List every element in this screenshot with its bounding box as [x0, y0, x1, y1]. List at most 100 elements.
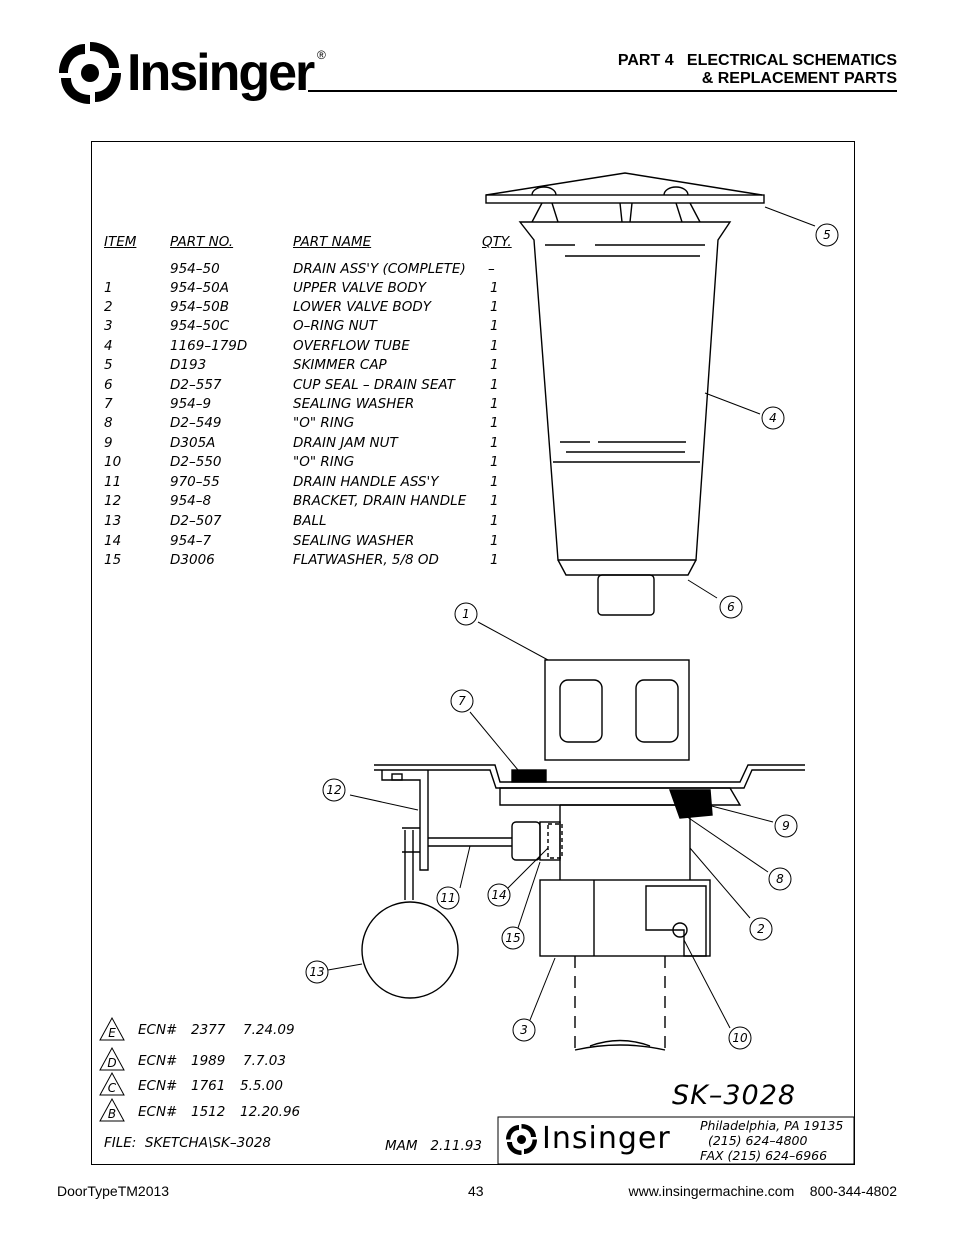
row-15-part-name: FLATWASHER, 5/8 OD: [293, 552, 439, 568]
row-9-part-name: DRAIN JAM NUT: [293, 435, 398, 451]
row-6-item: 6: [104, 377, 113, 393]
row-0-part-no: 954–50: [170, 261, 220, 277]
row-12-qty: 1: [490, 493, 499, 509]
rev-letter-b: B: [108, 1107, 116, 1121]
registered-mark: ®: [317, 48, 326, 62]
row-10-part-name: "O" RING: [293, 454, 355, 470]
file-name: FILE: SKETCHA\SK–3028: [104, 1135, 272, 1151]
callout-circle-3: [512, 1018, 536, 1042]
callout-circle-9: [774, 814, 798, 838]
row-13-qty: 1: [490, 513, 499, 529]
row-13-part-no: D2–507: [170, 513, 222, 529]
skimmer-cap-plate: [485, 194, 765, 204]
rev-letter-c: C: [108, 1081, 117, 1095]
row-1-item: 1: [104, 280, 113, 296]
callout-circle-6: [719, 595, 743, 619]
rev-b-ecn-label: ECN#: [138, 1104, 178, 1120]
callout-4: 4: [769, 411, 777, 425]
title-block-address: Philadelphia, PA 19135 (215) 624–4800 FA…: [700, 1118, 844, 1163]
rev-b-ecn: 1512: [191, 1104, 226, 1120]
swirl-logo-icon: [59, 42, 121, 104]
drawn-by-date: MAM 2.11.93: [385, 1138, 482, 1154]
col-header-item: ITEM: [104, 234, 137, 250]
row-1-part-name: UPPER VALVE BODY: [293, 280, 427, 296]
row-12-part-name: BRACKET, DRAIN HANDLE: [293, 493, 467, 509]
row-4-part-name: OVERFLOW TUBE: [293, 338, 410, 354]
row-5-part-name: SKIMMER CAP: [293, 357, 387, 373]
callout-circle-14: [487, 883, 511, 907]
callout-circle-7: [450, 689, 474, 713]
row-12-item: 12: [104, 493, 122, 509]
rev-letter-e: E: [108, 1026, 116, 1040]
row-7-part-name: SEALING WASHER: [293, 396, 415, 412]
row-13-item: 13: [104, 513, 122, 529]
row-3-part-name: O–RING NUT: [293, 318, 377, 334]
row-3-part-no: 954–50C: [170, 318, 230, 334]
col-header-part-name: PART NAME: [293, 234, 372, 250]
callout-2: 2: [757, 922, 765, 936]
row-6-part-name: CUP SEAL – DRAIN SEAT: [293, 377, 455, 393]
row-15-qty: 1: [490, 552, 499, 568]
rev-c-ecn-label: ECN#: [138, 1078, 178, 1094]
callout-7: 7: [458, 694, 466, 708]
row-11-part-name: DRAIN HANDLE ASS'Y: [293, 474, 439, 490]
row-9-qty: 1: [490, 435, 499, 451]
row-12-part-no: 954–8: [170, 493, 212, 509]
callout-14: 14: [491, 888, 506, 902]
row-9-part-no: D305A: [170, 435, 216, 451]
callout-9: 9: [782, 819, 790, 833]
rev-letter-d: D: [107, 1056, 116, 1070]
row-0-qty: –: [488, 261, 495, 277]
row-14-part-no: 954–7: [170, 533, 212, 549]
row-4-qty: 1: [490, 338, 499, 354]
row-14-item: 14: [104, 533, 122, 549]
sketch-number: SK–3028: [672, 1080, 797, 1111]
title-block-company: Insinger: [542, 1121, 671, 1156]
row-2-part-name: LOWER VALVE BODY: [293, 299, 431, 315]
row-3-qty: 1: [490, 318, 499, 334]
row-8-item: 8: [104, 415, 113, 431]
col-header-qty: QTY.: [482, 234, 512, 250]
row-15-part-no: D3006: [170, 552, 215, 568]
callout-circle-1: [454, 602, 478, 626]
row-14-qty: 1: [490, 533, 499, 549]
row-5-qty: 1: [490, 357, 499, 373]
overflow-tube: [518, 221, 732, 561]
row-10-qty: 1: [490, 454, 499, 470]
row-2-part-no: 954–50B: [170, 299, 229, 315]
rev-e-date: 7.24.09: [243, 1022, 295, 1038]
row-4-part-no: 1169–179D: [170, 338, 248, 354]
callout-3: 3: [520, 1023, 528, 1037]
row-6-qty: 1: [490, 377, 499, 393]
row-2-qty: 1: [490, 299, 499, 315]
drawing-frame: [91, 141, 855, 1165]
callout-8: 8: [776, 872, 784, 886]
callout-circle-5: [815, 223, 839, 247]
callout-5: 5: [823, 228, 831, 242]
callout-1: 1: [462, 607, 470, 621]
row-11-part-no: 970–55: [170, 474, 220, 490]
callout-12: 12: [326, 783, 341, 797]
row-10-part-no: D2–550: [170, 454, 222, 470]
callout-circle-12: [322, 778, 346, 802]
brand-name: Insinger: [127, 44, 315, 102]
row-5-part-no: D193: [170, 357, 207, 373]
row-14-part-name: SEALING WASHER: [293, 533, 415, 549]
callout-circle-10: [728, 1026, 752, 1050]
callout-10: 10: [732, 1031, 748, 1045]
callout-circle-2: [749, 917, 773, 941]
row-3-item: 3: [104, 318, 113, 334]
callout-13: 13: [309, 965, 324, 979]
row-13-part-name: BALL: [293, 513, 327, 529]
rev-c-date: 5.5.00: [240, 1078, 283, 1094]
row-9-item: 9: [104, 435, 113, 451]
callout-circle-11: [436, 886, 460, 910]
insinger-logo: Insinger ®: [55, 38, 355, 108]
footer-page-number: 43: [468, 1183, 484, 1199]
row-6-part-no: D2–557: [170, 377, 222, 393]
row-2-item: 2: [104, 299, 113, 315]
col-header-part-no: PART NO.: [170, 234, 234, 250]
rev-e-ecn-label: ECN#: [138, 1022, 178, 1038]
callout-6: 6: [727, 600, 735, 614]
